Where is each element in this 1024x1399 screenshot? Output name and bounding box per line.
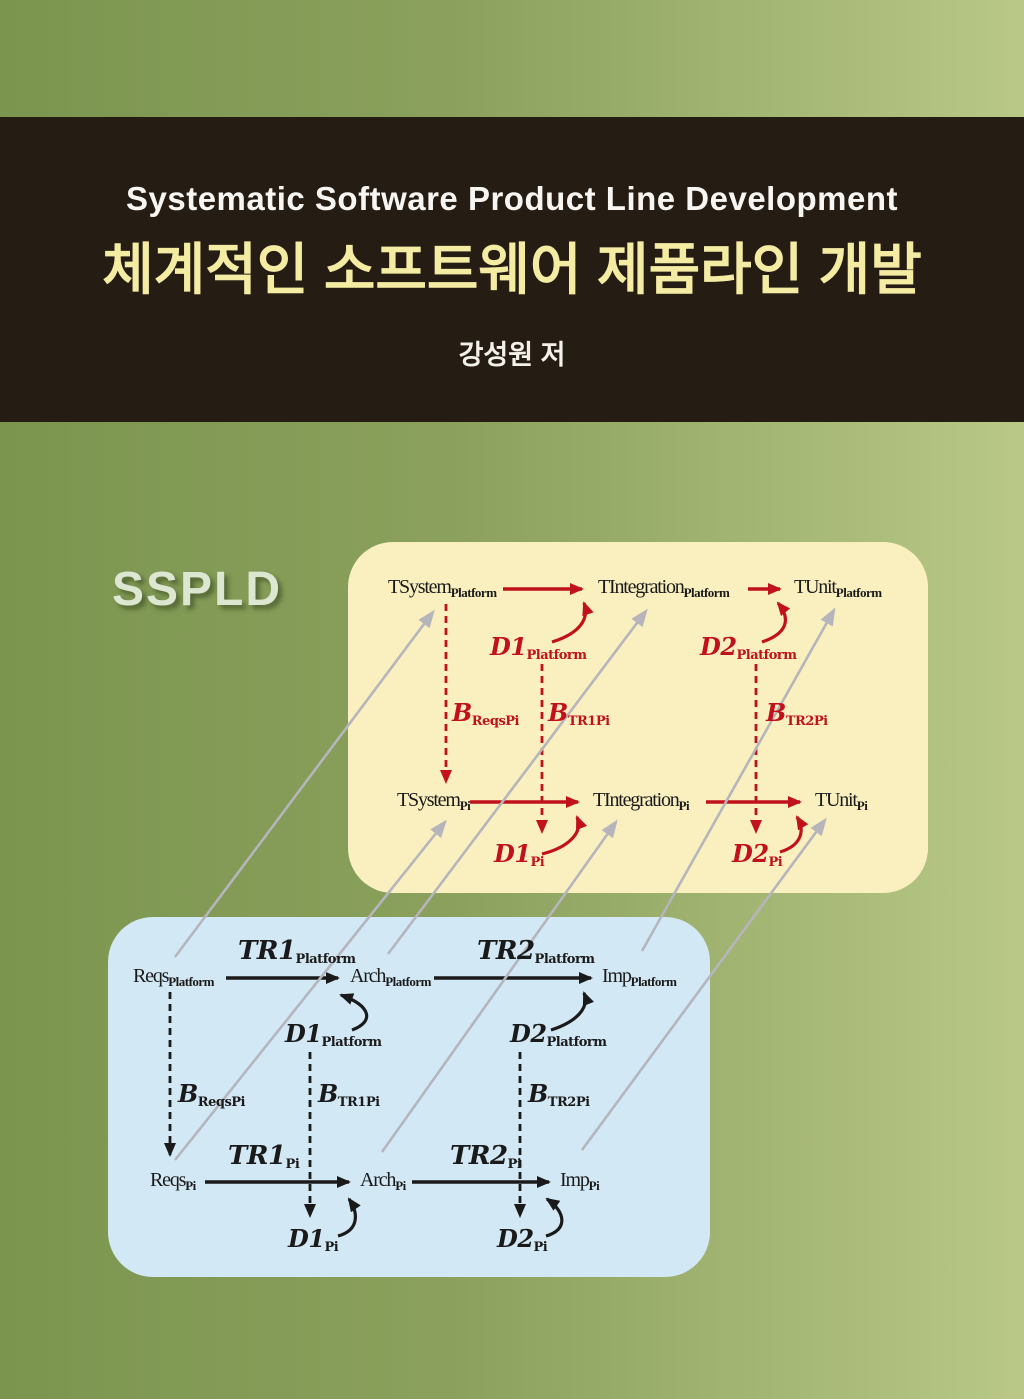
decision-d1-pi-test: D1Pi (494, 839, 545, 871)
author-name: 강성원 저 (458, 340, 566, 370)
transform-tr2-platform: TR2Platform (477, 936, 595, 967)
decision-d2-platform-dev: D2Platform (510, 1019, 607, 1051)
node-tintegration-platform: TIntegrationPlatform (598, 576, 730, 600)
decision-d1-platform-test: D1Platform (490, 632, 587, 664)
decision-d2-pi-dev: D2Pi (497, 1224, 548, 1256)
title-korean: 체계적인 소프트웨어 제품라인 개발 (102, 238, 922, 301)
binding-breqs-dev: BReqsPi (178, 1079, 246, 1111)
node-imp-pi: ImpPi (560, 1169, 600, 1193)
binding-breqs-test: BReqsPi (452, 698, 520, 730)
node-imp-platform: ImpPlatform (602, 965, 677, 989)
decision-d2-platform-test: D2Platform (700, 632, 797, 664)
node-reqs-pi: ReqsPi (150, 1169, 196, 1193)
decision-d1-pi-dev: D1Pi (288, 1224, 339, 1256)
transform-tr1-pi: TR1Pi (228, 1141, 300, 1172)
title-english: Systematic Software Product Line Develop… (125, 180, 899, 217)
node-tunit-pi: TUnitPi (815, 789, 868, 813)
title-band: Systematic Software Product Line Develop… (0, 117, 1024, 422)
node-tsystem-pi: TSystemPi (397, 789, 471, 813)
decision-d2-pi-test: D2Pi (732, 839, 783, 871)
node-arch-platform: ArchPlatform (350, 965, 431, 989)
node-tunit-platform: TUnitPlatform (794, 576, 882, 600)
sspld-watermark: SSPLD (112, 563, 283, 616)
binding-btr2-test: BTR2Pi (766, 698, 828, 730)
transform-tr2-pi: TR2Pi (450, 1141, 522, 1172)
node-arch-pi: ArchPi (360, 1169, 406, 1193)
binding-btr1-dev: BTR1Pi (318, 1079, 380, 1111)
node-reqs-platform: ReqsPlatform (133, 965, 215, 989)
transform-tr1-platform: TR1Platform (238, 936, 356, 967)
node-tintegration-pi: TIntegrationPi (593, 789, 690, 813)
decision-d1-platform-dev: D1Platform (285, 1019, 382, 1051)
binding-btr2-dev: BTR2Pi (528, 1079, 590, 1111)
binding-btr1-test: BTR1Pi (548, 698, 610, 730)
node-tsystem-platform: TSystemPlatform (388, 576, 497, 600)
